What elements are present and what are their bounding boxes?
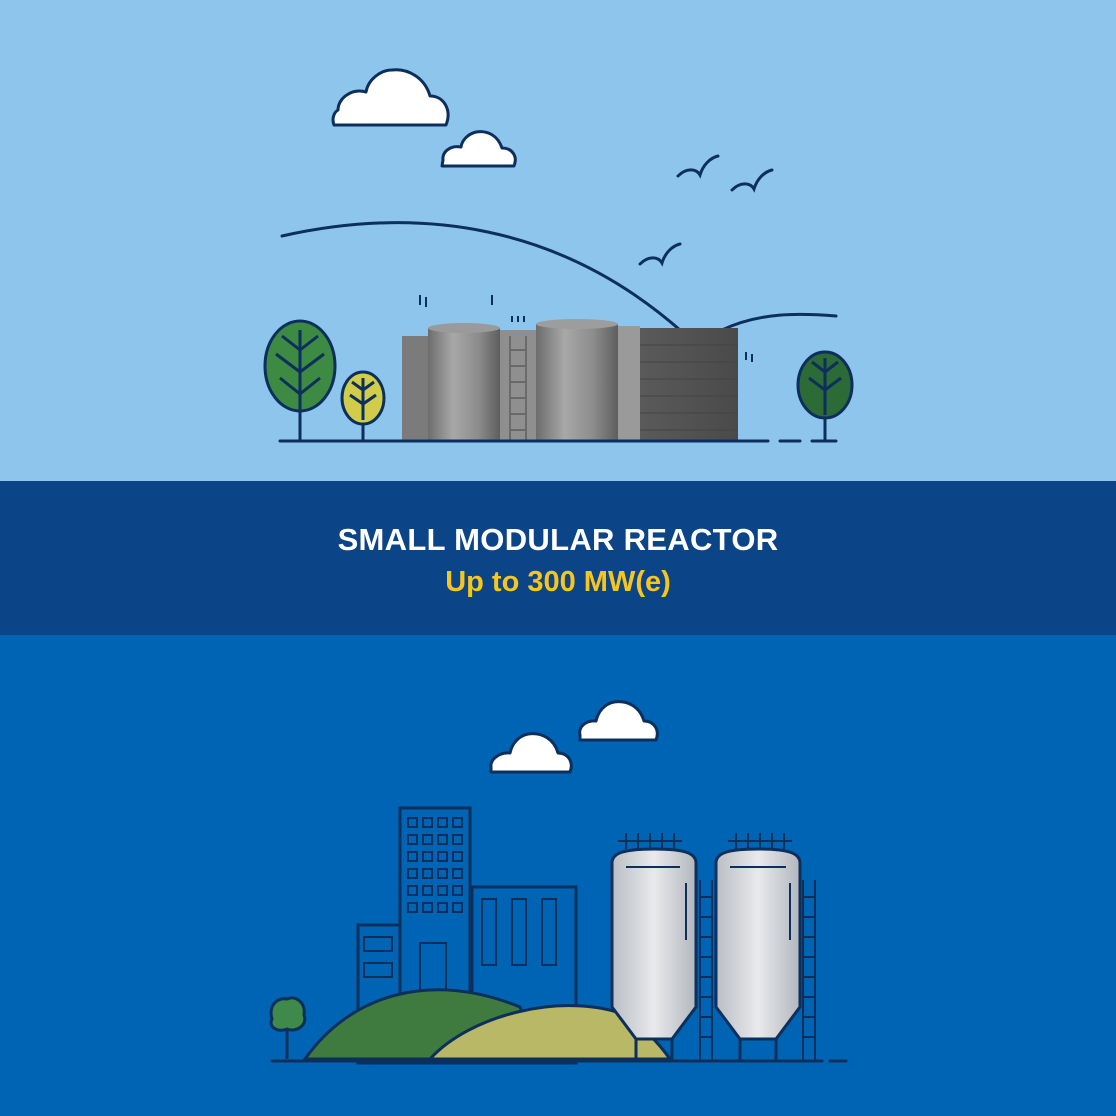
reactor-scene (0, 0, 1116, 481)
capacity-subtitle: Up to 300 MW(e) (445, 566, 671, 598)
reactor-illustration (263, 68, 854, 443)
ladder-illustration (699, 880, 816, 1061)
tree-icon (269, 996, 307, 1059)
page-title: SMALL MODULAR REACTOR (337, 522, 779, 557)
reactor-building-illustration (402, 295, 753, 441)
bird-icon (638, 154, 774, 267)
tree-icon (796, 350, 854, 442)
hill-line (280, 221, 838, 332)
tree-icon (340, 370, 386, 442)
silo-icon (714, 833, 802, 1061)
industry-illustration (269, 700, 848, 1065)
title-band (0, 481, 1116, 635)
cloud-icon (440, 130, 517, 168)
cloud-icon (489, 732, 573, 774)
factory-building-illustration (356, 806, 578, 1065)
tree-icon (263, 319, 337, 442)
hill-illustration (302, 988, 673, 1061)
silo-icon (610, 833, 698, 1061)
cloud-icon (331, 68, 450, 127)
industry-scene (0, 635, 1116, 1116)
cloud-icon (578, 700, 659, 742)
